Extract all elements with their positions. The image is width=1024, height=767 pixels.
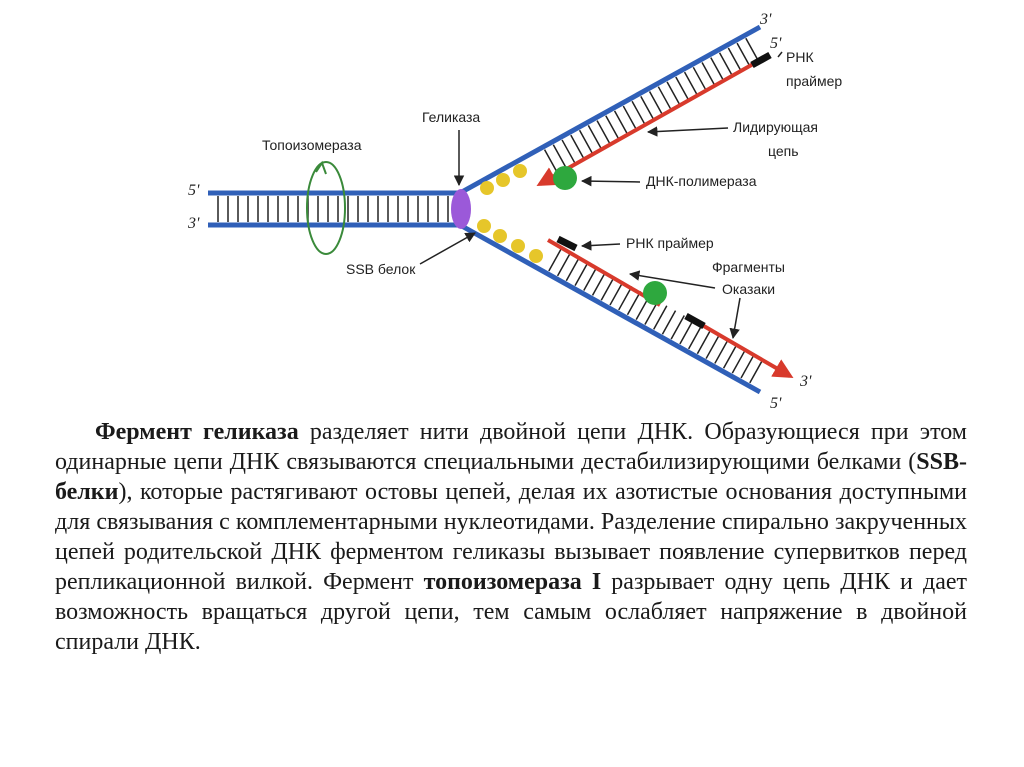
topoisomerase-loop [306, 161, 346, 255]
helicase [451, 189, 471, 229]
base-pair [561, 139, 576, 164]
pointer-leading-strand [646, 126, 729, 137]
rna-primer-lower-2 [684, 312, 706, 330]
label-dna-polymerase: ДНК-полимераза [646, 173, 757, 189]
base-pair [543, 149, 559, 174]
end-label-upper-inner: 5' [770, 35, 782, 52]
base-pair [687, 324, 703, 350]
base-pair [696, 329, 712, 355]
label-ssb-protein: SSB белок [346, 261, 416, 277]
okazaki-fragment-2 [688, 316, 794, 379]
base-pair [692, 66, 708, 92]
base-pair [600, 276, 616, 301]
dna-polymerase-upper [553, 166, 577, 190]
label-rna-primer-top-2: праймер [786, 73, 842, 89]
base-pair [666, 81, 681, 106]
base-pair [727, 47, 743, 72]
base-pair [578, 129, 594, 155]
label-okazaki-1: Фрагменты [712, 259, 785, 275]
pointer-dna-polymerase [580, 175, 641, 187]
base-pair [565, 256, 581, 282]
end-label-lower-inner: 3' [799, 373, 812, 390]
base-pair [626, 290, 642, 316]
base-pair [605, 115, 620, 140]
label-helicase: Геликаза [422, 109, 480, 125]
lower-parental-strand [458, 222, 762, 395]
base-pair [618, 285, 633, 311]
upper-parental-strand [458, 24, 762, 196]
base-pair [653, 305, 668, 330]
label-leading-strand-1: Лидирующая [733, 119, 818, 135]
pointer-okazaki-2 [729, 297, 741, 340]
base-pair [736, 42, 751, 68]
base-pair [701, 62, 716, 87]
bold-term-helicase: Фермент геликаза [95, 419, 299, 445]
pointer-okazaki-1 [628, 270, 716, 289]
replication-fork-diagram: 5' 3' 3' 5' 3' 5' Топоизомераза Геликаза… [187, 11, 842, 410]
base-pair [710, 57, 725, 82]
paragraph-part-2: ), которые растягивают остовы цепей, дел… [55, 479, 967, 595]
base-pair [587, 125, 603, 150]
label-okazaki-2: Оказаки [722, 281, 775, 297]
label-rna-primer-bottom: РНК праймер [626, 235, 714, 251]
pointer-rna-primer-top [777, 51, 783, 58]
label-rna-primer-top-1: РНК [786, 49, 814, 65]
base-pair [657, 86, 673, 111]
base-pair [718, 52, 734, 77]
paragraph-part-1: разделяет нити двойной цепи ДНК. Образую… [55, 419, 967, 475]
base-pair [675, 76, 690, 101]
leading-strand [536, 61, 756, 186]
base-pair [749, 358, 764, 384]
base-pair [609, 281, 624, 306]
base-pair [648, 91, 664, 116]
base-pair [613, 110, 629, 135]
base-pairs-upper [543, 37, 760, 174]
base-pair [574, 261, 589, 286]
end-label-left-top: 5' [188, 182, 200, 199]
base-pair [745, 37, 760, 63]
base-pairs-parental [217, 196, 449, 222]
base-pair [661, 310, 677, 335]
pointer-ssb [419, 232, 476, 265]
description-paragraph: Фермент геликаза разделяет нити двойной … [55, 417, 967, 657]
base-pair [570, 134, 585, 160]
base-pair [679, 320, 694, 345]
base-pair [583, 266, 598, 291]
base-pair [731, 349, 747, 374]
bold-term-topoisomerase: топоизомераза I [423, 569, 602, 595]
paragraph-part-3: разрывает одну цепь ДНК и дает возможнос… [55, 569, 967, 655]
base-pair [591, 271, 607, 296]
base-pair [670, 315, 685, 340]
base-pair [683, 71, 699, 97]
base-pair [722, 344, 738, 369]
rna-primer-lower-1 [556, 235, 578, 252]
dna-polymerase-lower [643, 281, 667, 305]
end-label-left-bottom: 3' [187, 215, 200, 232]
base-pair [640, 96, 655, 121]
label-topoisomerase: Топоизомераза [262, 137, 362, 153]
pointer-rna-primer-bottom [580, 240, 621, 251]
okazaki-fragment-1 [546, 238, 662, 307]
end-label-lower-outer: 5' [770, 395, 782, 410]
base-pair [548, 247, 563, 272]
ssb-proteins [477, 164, 543, 263]
end-label-upper-outer: 3' [759, 11, 772, 28]
base-pair [622, 105, 638, 131]
rna-primer-upper [750, 51, 772, 69]
base-pair [552, 144, 568, 169]
topoisomerase-arrow [315, 160, 327, 175]
base-pair [596, 120, 611, 145]
base-pair [556, 251, 572, 277]
base-pair [705, 334, 720, 359]
base-pair [714, 339, 729, 364]
label-leading-strand-2: цепь [768, 143, 799, 159]
base-pair [740, 354, 755, 379]
base-pair [631, 100, 646, 126]
bold-term-ssb: SSB-белки [55, 449, 967, 505]
